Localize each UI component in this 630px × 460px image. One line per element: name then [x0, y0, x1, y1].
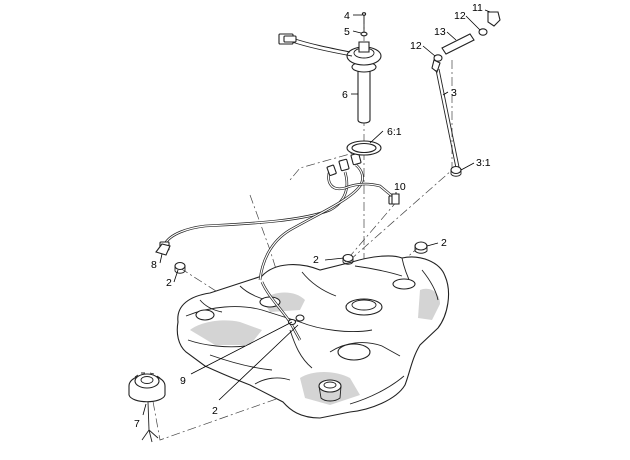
callout-labels: 4 5 6 6:1 11 12 13 12 3 3:1 10 2 2 8 2 9… — [134, 2, 491, 430]
callout-2-right: 2 — [441, 237, 447, 249]
callout-3: 3 — [451, 87, 457, 99]
fuel-pump-part-6 — [278, 12, 382, 124]
leader-lines — [142, 9, 491, 416]
callout-10: 10 — [394, 181, 406, 193]
seal-ring-part-6-1 — [346, 140, 382, 156]
callout-9: 9 — [180, 375, 186, 387]
callout-13: 13 — [434, 26, 446, 38]
vent-tube-assembly — [431, 11, 501, 177]
callout-2-bottom: 2 — [212, 405, 218, 417]
callout-7: 7 — [134, 418, 140, 430]
callout-2-left: 2 — [166, 277, 172, 289]
callout-3-1: 3:1 — [476, 157, 491, 169]
fuel-lines — [159, 152, 396, 341]
callout-6-1: 6:1 — [387, 126, 402, 138]
fuel-tank — [176, 255, 450, 419]
callout-5: 5 — [344, 26, 350, 38]
callout-2-center: 2 — [313, 254, 319, 266]
callout-11: 11 — [472, 2, 483, 14]
clip-part-8 — [155, 243, 171, 256]
callout-12-left: 12 — [410, 40, 422, 52]
callout-6: 6 — [342, 89, 348, 101]
grommet-parts-2 — [174, 241, 428, 326]
callout-12-top: 12 — [454, 10, 466, 22]
callout-4: 4 — [344, 10, 350, 22]
callout-8: 8 — [151, 259, 157, 271]
clip-part-10 — [391, 193, 400, 205]
fuel-cap-part-7 — [128, 372, 166, 443]
